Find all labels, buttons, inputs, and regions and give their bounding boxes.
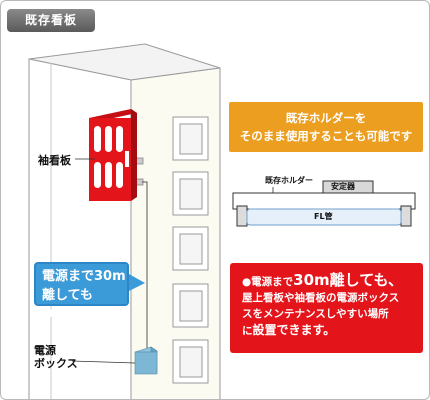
bullet-icon: ●	[242, 276, 252, 288]
power-box	[134, 346, 158, 375]
install-info-line4: に設置できます。	[242, 322, 415, 339]
building-windows	[172, 116, 209, 384]
side-sign-label: 袖看板	[38, 154, 71, 167]
install-info-line1: ●電源まで30m離しても、	[242, 272, 415, 290]
header-tag: 既存看板	[7, 9, 95, 32]
install-info-box: ●電源まで30m離しても、 屋上看板や袖看板の電源ボックス スをメンテナンスしや…	[230, 263, 423, 353]
distance-line1: 電源まで30m	[42, 269, 126, 284]
reuse-holder-line1: 既存ホルダーを	[285, 111, 367, 125]
reuse-holder-callout: 既存ホルダーを そのまま使用することも可能です	[229, 102, 423, 152]
fl-holder-diagram	[232, 180, 416, 227]
fl-tube-label: FL管	[314, 212, 333, 221]
install-info-emph: 30m離しても、	[293, 271, 404, 289]
power-box-label: 電源 ボックス	[34, 344, 78, 370]
install-info-line3: スをメンテナンスしやすい場所	[242, 308, 389, 320]
reuse-holder-line2: そのまま使用することも可能です	[239, 129, 413, 143]
side-sign	[89, 109, 137, 201]
holder-label: 既存ホルダー	[265, 176, 313, 185]
power-cable	[142, 181, 148, 352]
distance-line2: 離してもOK！	[42, 288, 93, 322]
install-info-line4-pre: に	[242, 325, 253, 337]
distance-callout: 電源まで30m 離してもOK！	[34, 262, 129, 322]
install-info-pre: 電源まで	[251, 276, 294, 288]
install-info-line4-emph: 設置できます。	[252, 323, 336, 337]
power-box-label-line2: ボックス	[34, 357, 78, 370]
power-box-label-line1: 電源	[34, 344, 56, 357]
install-info-line2: 屋上看板や袖看板の電源ボックス	[242, 292, 400, 304]
ballast-label: 安定器	[331, 182, 355, 191]
